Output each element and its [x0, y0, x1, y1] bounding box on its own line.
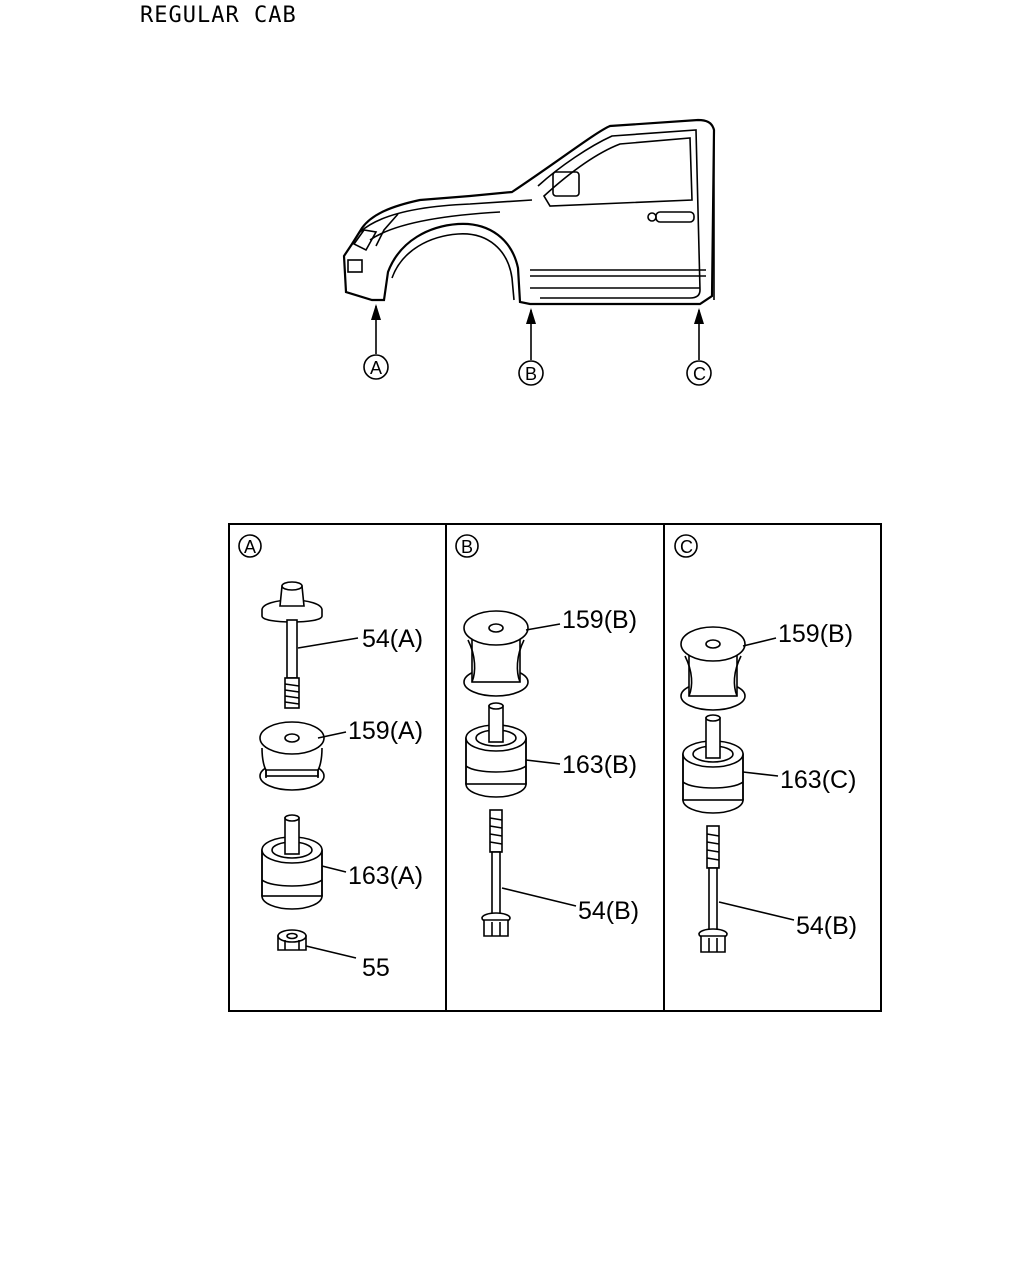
- mount-point-a-label: A: [370, 358, 382, 378]
- panel-b-parts: 159(B) 163(B) 54(B): [463, 606, 639, 937]
- mount-point-b-label: B: [525, 364, 537, 384]
- bolt-54b-c: [698, 825, 728, 953]
- label-159b-c: 159(B): [778, 620, 853, 648]
- cushion-163c: [682, 714, 744, 814]
- label-163a: 163(A): [348, 862, 423, 890]
- nut-55: [277, 929, 307, 951]
- cushion-163b: [465, 702, 527, 798]
- label-54a: 54(A): [362, 625, 423, 653]
- panel-c-marker: C: [680, 537, 693, 557]
- diagram-title: REGULAR CAB: [140, 3, 297, 28]
- panel-markers: A B C: [238, 534, 698, 558]
- label-159a: 159(A): [348, 717, 423, 745]
- label-54b-panel-c: 54(B): [796, 912, 857, 940]
- label-163c: 163(C): [780, 766, 856, 794]
- label-55: 55: [362, 954, 390, 982]
- bolt-54a: [261, 581, 323, 709]
- label-159b: 159(B): [562, 606, 637, 634]
- label-54b-panel-b: 54(B): [578, 897, 639, 925]
- mount-point-arrows: A B C: [363, 304, 712, 386]
- panel-a-parts: 54(A) 159(A) 163(A) 55: [259, 581, 423, 982]
- cushion-159b-c: [680, 626, 746, 711]
- parts-panel-frame: [228, 523, 882, 1012]
- cushion-159b: [463, 610, 529, 697]
- label-163b: 163(B): [562, 751, 637, 779]
- panel-b-marker: B: [461, 537, 473, 557]
- bolt-54b: [481, 809, 511, 937]
- panel-c-parts: 159(B) 163(C) 54(B): [680, 620, 857, 953]
- truck-illustration: [342, 118, 716, 306]
- panel-a-marker: A: [244, 537, 256, 557]
- cushion-163a: [261, 814, 323, 910]
- mount-point-c-label: C: [693, 364, 706, 384]
- cushion-159a: [259, 721, 325, 791]
